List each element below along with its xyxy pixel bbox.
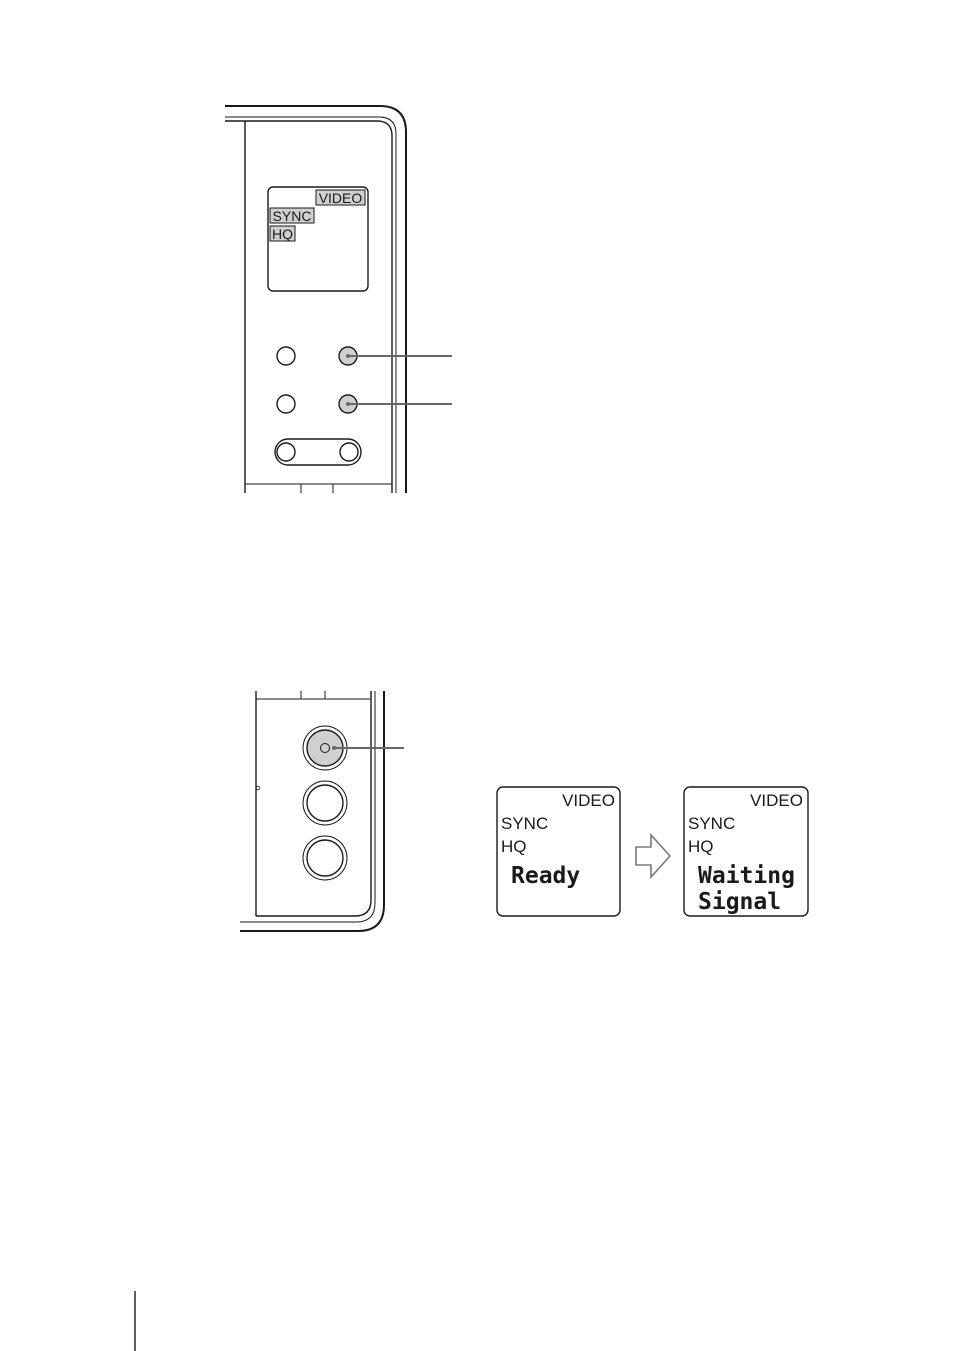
bottom-button-lower[interactable] bbox=[307, 840, 343, 876]
lcd-before-sync: SYNC bbox=[501, 814, 548, 833]
lcd-display-before: VIDEO SYNC HQ Ready bbox=[497, 787, 620, 916]
lcd-after-message-line1: Waiting bbox=[698, 863, 795, 889]
top-lcd-hq-indicator: HQ bbox=[272, 226, 293, 242]
top-callout-dot-upper bbox=[346, 354, 350, 358]
top-callout-dot-lower bbox=[346, 402, 350, 406]
bottom-panel-hole bbox=[256, 786, 260, 790]
bottom-panel-diagram bbox=[240, 691, 404, 931]
transition-arrow-icon bbox=[636, 835, 670, 877]
lcd-display-after: VIDEO SYNC HQ Waiting Signal bbox=[684, 787, 808, 916]
top-housing-middle bbox=[225, 117, 396, 493]
lcd-after-video: VIDEO bbox=[750, 791, 803, 810]
top-lcd-video-indicator: VIDEO bbox=[319, 190, 363, 206]
top-button-lower-left[interactable] bbox=[277, 395, 295, 413]
top-panel-diagram: VIDEO SYNC HQ bbox=[225, 106, 452, 493]
top-button-upper-left[interactable] bbox=[277, 347, 295, 365]
top-housing-inner bbox=[225, 121, 392, 493]
lcd-before-hq: HQ bbox=[501, 837, 527, 856]
lcd-after-hq: HQ bbox=[688, 837, 714, 856]
top-housing-outer bbox=[225, 106, 406, 493]
top-button-pair-left[interactable] bbox=[277, 443, 295, 461]
lcd-before-message: Ready bbox=[511, 863, 580, 889]
top-lcd-sync-indicator: SYNC bbox=[273, 208, 312, 224]
bottom-button-middle[interactable] bbox=[307, 785, 343, 821]
lcd-after-sync: SYNC bbox=[688, 814, 735, 833]
lcd-after-message-line2: Signal bbox=[698, 889, 781, 915]
top-button-pair-right[interactable] bbox=[340, 443, 358, 461]
lcd-before-video: VIDEO bbox=[562, 791, 615, 810]
bottom-callout-dot bbox=[332, 746, 336, 750]
